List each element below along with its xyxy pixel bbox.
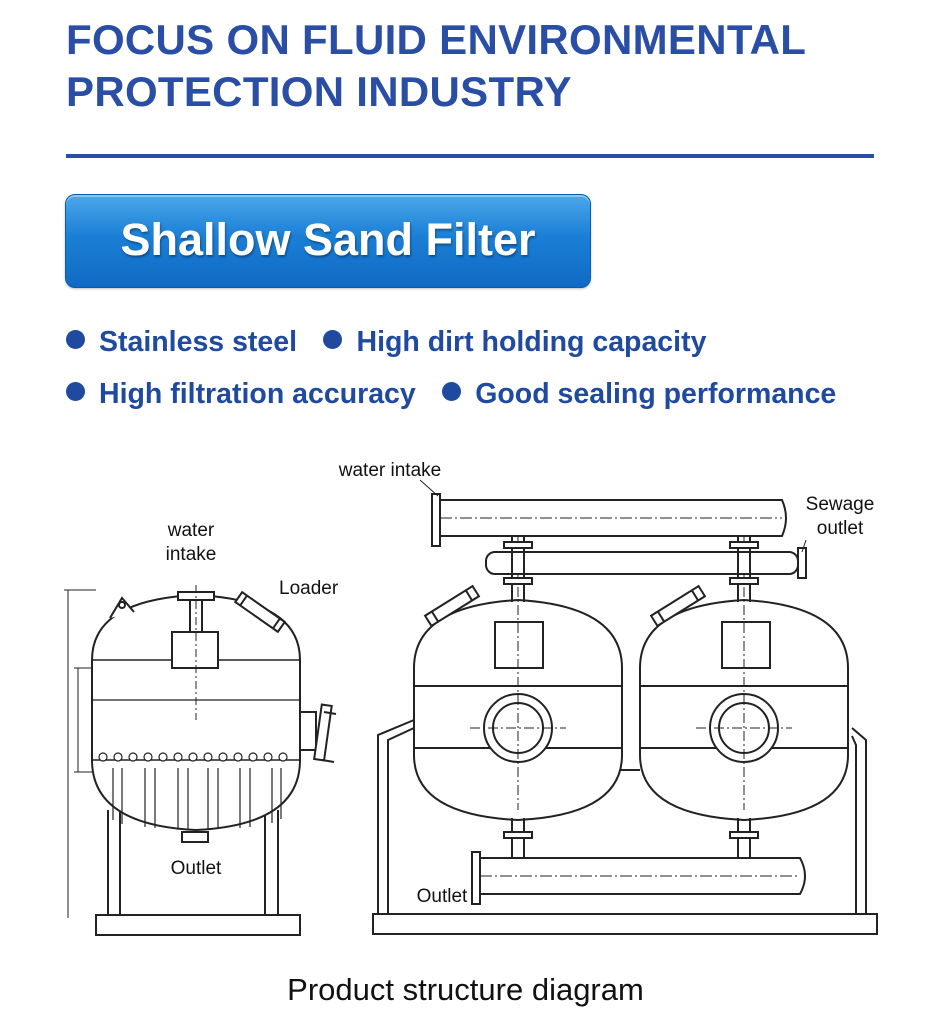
page-title-line-1: FOCUS ON FLUID ENVIRONMENTAL [66, 16, 807, 63]
page-title-line-2: PROTECTION INDUSTRY [66, 68, 572, 115]
feature-item: Good sealing performance [442, 374, 836, 414]
label-loader: Loader [279, 578, 339, 599]
product-name-label: Shallow Sand Filter [120, 214, 536, 265]
bullet-icon [323, 330, 343, 349]
feature-item: High dirt holding capacity [323, 322, 706, 362]
page-title: FOCUS ON FLUID ENVIRONMENTAL PROTECTION … [66, 14, 806, 118]
title-divider [66, 154, 874, 158]
feature-label: High dirt holding capacity [356, 326, 707, 358]
feature-row: High filtration accuracy Good sealing pe… [66, 374, 906, 426]
label-outlet-right: Outlet [417, 886, 468, 907]
product-name-badge: Shallow Sand Filter [65, 194, 591, 288]
product-structure-diagram: water intake Loader Outlet [64, 460, 878, 936]
feature-label: High filtration accuracy [99, 378, 416, 410]
label-water-intake-left-1: water [167, 520, 215, 541]
dual-filter-system [372, 493, 878, 935]
bullet-icon [66, 382, 85, 401]
feature-row: Stainless steel High dirt holding capaci… [66, 322, 906, 374]
bullet-icon [66, 330, 85, 349]
label-water-intake-right: water intake [338, 460, 441, 481]
feature-label: Stainless steel [99, 326, 298, 358]
feature-item: Stainless steel [66, 322, 297, 362]
diagram-caption: Product structure diagram [287, 972, 644, 1007]
label-outlet-left: Outlet [171, 858, 222, 879]
feature-list: Stainless steel High dirt holding capaci… [66, 322, 906, 426]
label-water-intake-left-2: intake [166, 544, 217, 565]
feature-label: Good sealing performance [475, 378, 837, 410]
bullet-icon [442, 382, 462, 401]
label-sewage-outlet-1: Sewage [806, 494, 875, 515]
label-sewage-outlet-2: outlet [817, 518, 864, 539]
single-filter-tank [64, 585, 337, 936]
feature-item: High filtration accuracy [66, 374, 416, 414]
